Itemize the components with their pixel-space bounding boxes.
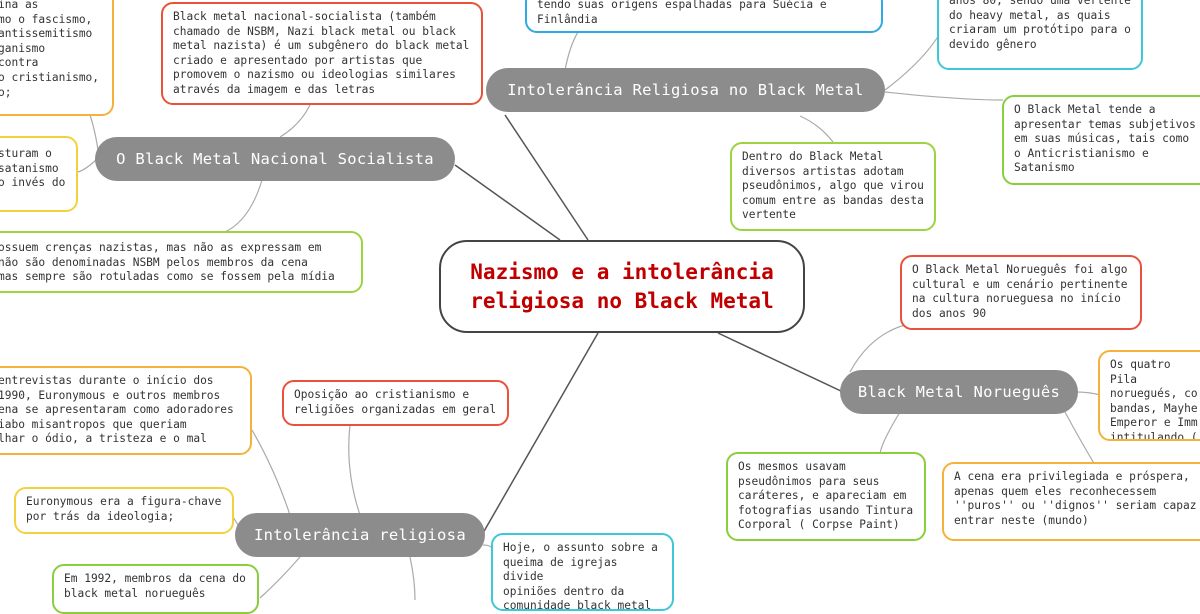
link-nsbm-leftmid: [77, 159, 97, 173]
central-topic[interactable]: Nazismo e a intolerância religiosa no Bl…: [439, 240, 805, 333]
link-nor-pillars: [1074, 391, 1101, 396]
note-privileged-scene[interactable]: A cena era privilegiada e próspera, apen…: [942, 462, 1200, 541]
note-nsbm-beliefs[interactable]: ossuem crenças nazistas, mas não as expr…: [0, 231, 363, 293]
topic-norwegian[interactable]: Black Metal Norueguês: [840, 370, 1078, 414]
note-pillars[interactable]: Os quatro Pila noruegués, co bandas, May…: [1098, 350, 1200, 441]
note-origins[interactable]: tendo suas origens espalhadas para Suéci…: [525, 0, 883, 33]
note-nsbm-left-top[interactable]: ina as mo o fascismo, antissemitismo gan…: [0, 0, 114, 116]
link-nor-corpse: [879, 411, 901, 456]
note-nsbm-left-mid[interactable]: sturam o satanismo o invés do: [0, 136, 78, 212]
link-nor-privileged: [1064, 411, 1096, 466]
link-rel-origins: [564, 31, 579, 71]
link-rel-subjective: [884, 91, 1004, 101]
link-central-norwegian: [717, 332, 844, 393]
link-int-interviews: [251, 429, 291, 516]
link-central-nsbm: [454, 164, 561, 241]
link-central-intolerance: [482, 332, 599, 534]
note-euronymous[interactable]: Euronymous era a figura-chave por trás d…: [14, 487, 234, 534]
note-nsbm-definition[interactable]: Black metal nacional-socialista (também …: [161, 2, 483, 105]
link-int-1992b: [409, 556, 416, 600]
note-pseudonyms[interactable]: Dentro do Black Metal diversos artistas …: [730, 142, 936, 231]
link-nor-origin: [849, 324, 906, 373]
note-church-burning[interactable]: Hoje, o assunto sobre a queima de igreja…: [491, 533, 674, 611]
note-corpse-paint[interactable]: Os mesmos usavam pseudônimos para seus c…: [726, 452, 926, 541]
link-central-religious: [504, 114, 589, 241]
topic-intolerance[interactable]: Intolerância religiosa: [235, 513, 485, 557]
note-subjective-themes[interactable]: O Black Metal tende a apresentar temas s…: [1002, 95, 1200, 185]
note-heavy-metal[interactable]: anos 80, sendo uma vertente do heavy met…: [937, 0, 1143, 70]
link-nsbm-lefttop: [89, 114, 99, 151]
link-int-opposition: [348, 424, 361, 516]
topic-religious-bm[interactable]: Intolerância Religiosa no Black Metal: [486, 68, 885, 112]
link-nsbm-beliefs: [224, 179, 263, 233]
note-opposition[interactable]: Oposição ao cristianismo e religiões org…: [282, 380, 509, 426]
link-rel-heavy: [884, 29, 943, 91]
note-norwegian-origin[interactable]: O Black Metal Norueguês foi algo cultura…: [900, 255, 1142, 330]
topic-nsbm[interactable]: O Black Metal Nacional Socialista: [95, 137, 455, 181]
link-int-1992: [259, 556, 301, 599]
link-rel-pseudo: [799, 115, 834, 143]
note-interviews[interactable]: entrevistas durante o início dos 1990, E…: [0, 366, 252, 455]
note-1992[interactable]: Em 1992, membros da cena do black metal …: [52, 564, 259, 614]
link-nsbm-def: [279, 104, 311, 138]
